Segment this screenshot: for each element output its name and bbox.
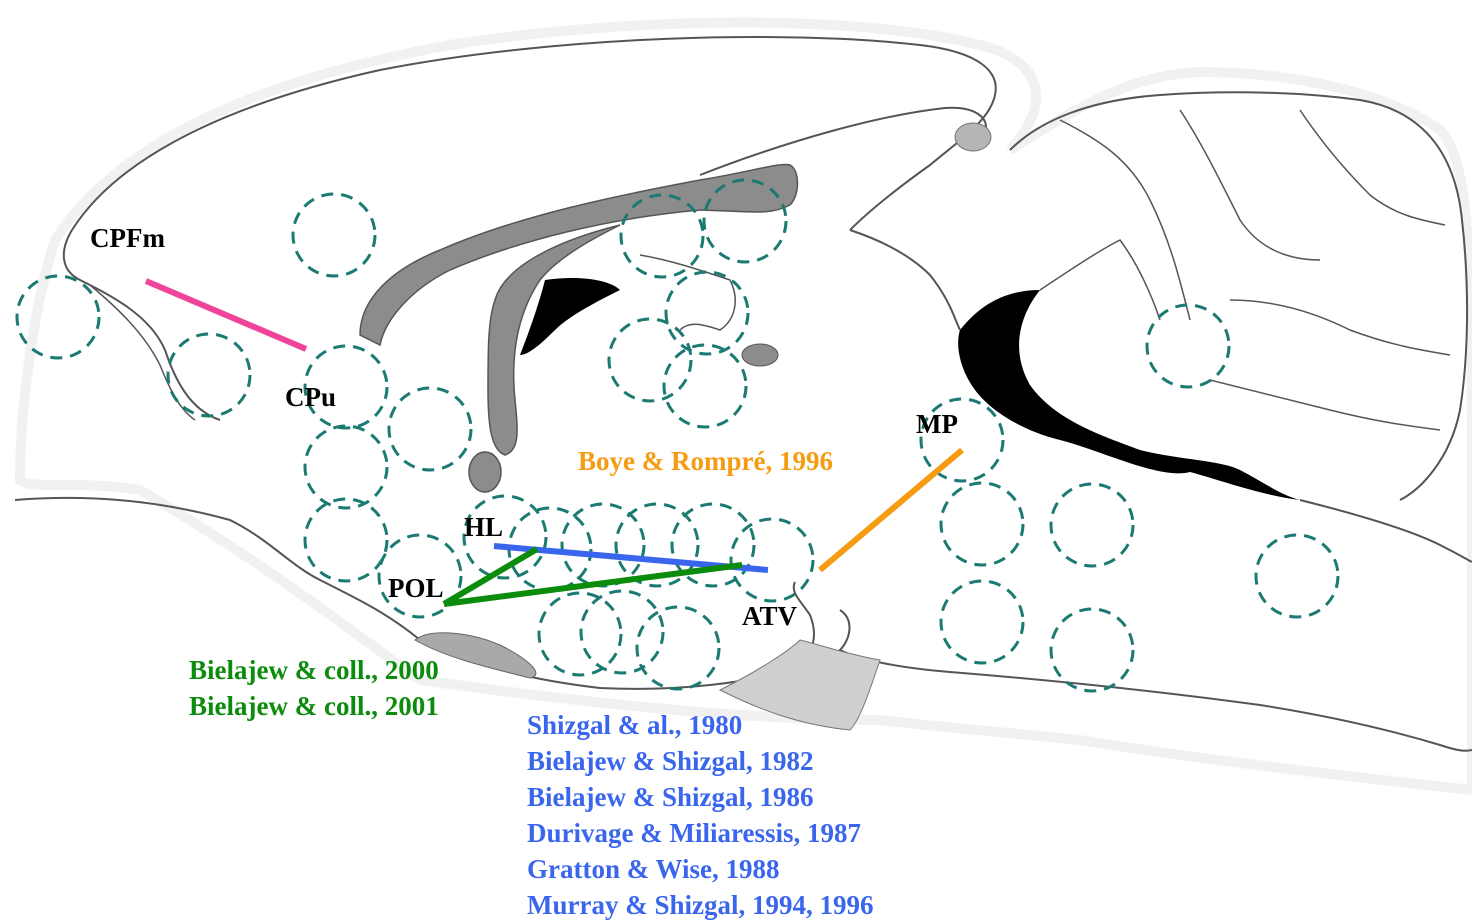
stimulation-site — [941, 483, 1023, 565]
stimulation-site — [1147, 305, 1229, 387]
reference-blue: Murray & Shizgal, 1994, 1996 — [527, 887, 873, 923]
third-ventricle-shape — [520, 278, 620, 355]
pineal-ellipse — [955, 123, 991, 151]
midbrain-outline — [850, 230, 960, 330]
thalamus-outline — [640, 255, 735, 330]
stimulation-site — [305, 426, 387, 508]
brainstem-outline — [1300, 500, 1472, 562]
cerebellum-folia-1 — [1060, 120, 1190, 320]
label-hl: HL — [464, 514, 503, 541]
label-cpu: CPu — [285, 384, 336, 411]
cerebellum-folia-3 — [1300, 110, 1445, 225]
reference-green: Bielajew & coll., 2000 — [189, 652, 439, 688]
references-blue: Shizgal & al., 1980 Bielajew & Shizgal, … — [527, 707, 873, 923]
reference-blue: Gratton & Wise, 1988 — [527, 851, 873, 887]
mammillary-ellipse — [469, 452, 501, 492]
stimulation-site — [305, 499, 387, 581]
stimulation-site — [581, 591, 663, 673]
reference-blue: Shizgal & al., 1980 — [527, 707, 873, 743]
cerebellum-folia-5 — [1210, 380, 1440, 430]
stimulation-sites — [17, 180, 1338, 691]
stimulation-site — [293, 194, 375, 276]
reference-blue: Bielajew & Shizgal, 1986 — [527, 779, 873, 815]
stimulation-site — [731, 519, 813, 601]
references-green: Bielajew & coll., 2000 Bielajew & coll.,… — [189, 652, 439, 724]
commissure-ellipse — [742, 344, 778, 366]
stimulation-site — [562, 504, 644, 586]
reference-orange: Boye & Rompré, 1996 — [578, 448, 833, 475]
stimulation-site — [1051, 609, 1133, 691]
stimulation-site — [609, 319, 691, 401]
cerebellum-folia-6 — [1040, 240, 1160, 320]
fourth-ventricle-shape — [958, 290, 1300, 500]
olfactory-bulb-inner — [90, 285, 195, 420]
pol-atv-link — [444, 565, 742, 604]
olfactory-bulb-outline — [64, 230, 220, 420]
mp-atv-link — [820, 450, 962, 570]
stimulation-site — [389, 388, 471, 470]
reference-blue: Durivage & Miliaressis, 1987 — [527, 815, 873, 851]
stimulation-site — [1051, 484, 1133, 566]
reference-green: Bielajew & coll., 2001 — [189, 688, 439, 724]
fornix-shape — [488, 225, 620, 455]
stimulation-site — [637, 607, 719, 689]
reference-blue: Bielajew & Shizgal, 1982 — [527, 743, 873, 779]
label-mp: MP — [916, 411, 958, 438]
label-pol: POL — [388, 575, 444, 602]
stimulation-site — [168, 334, 250, 416]
label-cpfm: CPFm — [90, 225, 165, 252]
stimulation-site — [666, 272, 748, 354]
stimulation-site — [941, 581, 1023, 663]
cerebellum-folia-4 — [1230, 300, 1450, 355]
stimulation-site — [664, 345, 746, 427]
cerebrum-outline — [72, 37, 996, 230]
label-atv: ATV — [742, 603, 797, 630]
cerebellum-folia-2 — [1180, 110, 1320, 260]
stimulation-site — [1256, 535, 1338, 617]
callosal-line — [700, 108, 986, 175]
